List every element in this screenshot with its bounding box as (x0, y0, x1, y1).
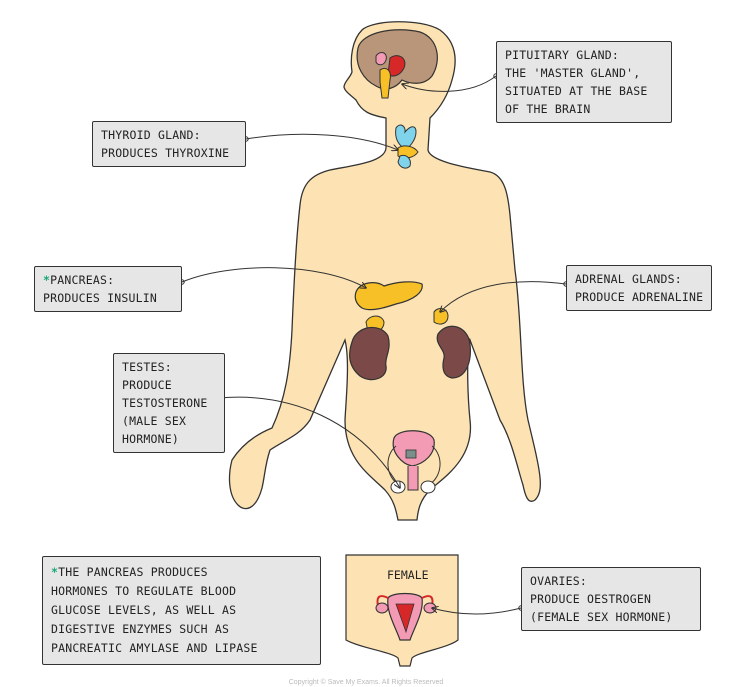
label-title: OVARIES: (530, 574, 587, 588)
kidney-right (436, 325, 471, 379)
label-line: SITUATED AT THE BASE (505, 84, 648, 98)
arrow-ovaries (432, 608, 522, 615)
label-title: THYROID GLAND: (101, 128, 201, 142)
label-line: OF THE BRAIN (505, 102, 591, 116)
label-ovaries: OVARIES: PRODUCE OESTROGEN (FEMALE SEX H… (521, 567, 701, 631)
female-label: FEMALE (387, 568, 429, 582)
arrow-pancreas (181, 267, 366, 288)
pancreas-footnote: *THE PANCREAS PRODUCES HORMONES TO REGUL… (42, 556, 321, 665)
label-line: (MALE SEX (122, 414, 187, 428)
label-adrenal-glands: ADRENAL GLANDS: PRODUCE ADRENALINE (566, 265, 712, 311)
label-line: PRODUCE ADRENALINE (575, 290, 704, 304)
footnote-line: HORMONES TO REGULATE BLOOD (51, 584, 237, 598)
label-line: THE 'MASTER GLAND', (505, 66, 641, 80)
label-title: PANCREAS: (50, 273, 115, 287)
label-thyroid-gland: THYROID GLAND: PRODUCES THYROXINE (92, 121, 246, 167)
label-line: HORMONE) (122, 432, 179, 446)
testis-left (390, 480, 406, 494)
male-body (228, 21, 541, 521)
label-line: (FEMALE SEX HORMONE) (530, 610, 673, 624)
testis-right (420, 480, 436, 494)
label-title: PITUITARY GLAND: (505, 48, 619, 62)
label-line: PRODUCE (122, 378, 172, 392)
label-testes: TESTES: PRODUCE TESTOSTERONE (MALE SEX H… (113, 353, 225, 453)
female-panel (345, 554, 459, 667)
pancreas (354, 281, 423, 311)
arrow-adrenal (440, 281, 567, 312)
footnote-line: DIGESTIVE ENZYMES SUCH AS (51, 622, 230, 636)
label-line: TESTOSTERONE (122, 396, 208, 410)
footnote-star: * (51, 565, 59, 579)
footnote-star: * (43, 273, 51, 287)
ovary-right (423, 602, 437, 614)
thyroid-gland (395, 124, 419, 169)
arrow-thyroid (245, 133, 398, 150)
label-pancreas: *PANCREAS: PRODUCES INSULIN (34, 266, 182, 312)
kidney-left (349, 326, 390, 381)
pituitary-gland (375, 52, 406, 99)
copyright-notice: Copyright © Save My Exams. All Rights Re… (288, 679, 444, 686)
footnote-line: THE PANCREAS PRODUCES (58, 565, 208, 579)
arrow-testes (218, 396, 400, 488)
label-line: PRODUCES INSULIN (43, 291, 157, 305)
label-line: PRODUCES THYROXINE (101, 146, 230, 160)
footnote-line: PANCREATIC AMYLASE AND LIPASE (51, 641, 258, 655)
label-title: TESTES: (122, 360, 172, 374)
ovary-left (375, 602, 389, 614)
arrow-pituitary (402, 75, 497, 92)
body-outline (228, 21, 541, 521)
footnote-line: GLUCOSE LEVELS, AS WELL AS (51, 603, 237, 617)
label-line: PRODUCE OESTROGEN (530, 592, 652, 606)
label-title: ADRENAL GLANDS: (575, 272, 682, 286)
label-pituitary-gland: PITUITARY GLAND: THE 'MASTER GLAND', SIT… (496, 41, 672, 123)
